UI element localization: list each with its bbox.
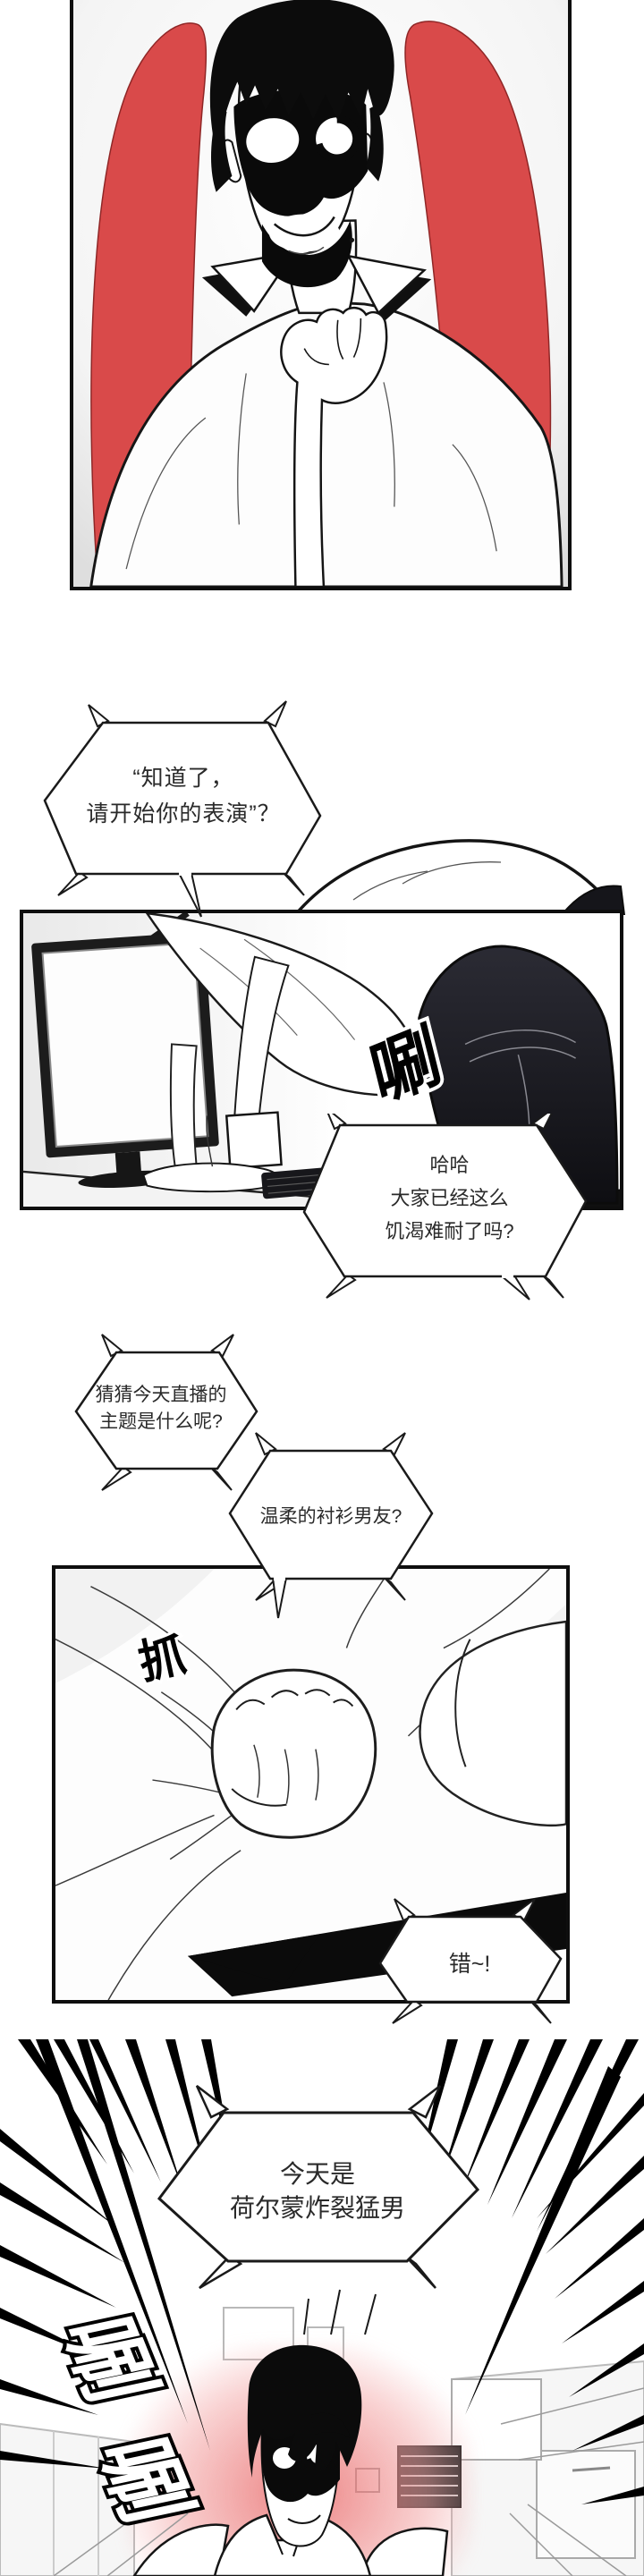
figure-breaking-frame (292, 839, 626, 915)
bubble-shape (74, 1334, 258, 1491)
sfx-text: 唰 (364, 1014, 448, 1117)
speech-bubble-1: “知道了， 请开始你的表演”？ (36, 689, 331, 926)
hand (280, 306, 388, 587)
hair-lock-right (366, 105, 384, 182)
mask-eye-right-swirl (314, 114, 361, 163)
bubble-text: 错~! (367, 1951, 572, 1978)
bubble-text-line: 大家已经这么 (390, 1187, 509, 1209)
bubble-text-line: 荷尔蒙炸裂猛男 (229, 2194, 405, 2222)
bubble-text-line: 请开始你的表演”？ (86, 801, 281, 826)
sfx-grab-panel3: 抓 (131, 1627, 193, 1693)
sfx-swish-double-panel4: 唰 唰 (40, 2306, 211, 2534)
bubble-text: “知道了， 请开始你的表演”？ (36, 760, 331, 832)
hair-lock-left (211, 106, 233, 192)
bubble-text-line: 猜猜今天直播的 (95, 1385, 227, 1405)
sfx-swish-panel2: 唰 (360, 1011, 452, 1121)
hair (247, 2344, 362, 2478)
mask-eye-right (316, 117, 359, 160)
hand-on-desk (142, 1162, 281, 1193)
smile (273, 216, 335, 237)
bubble-text-line: 主题是什么呢? (99, 1411, 223, 1432)
speed-lines (0, 2039, 644, 2576)
speech-bubble-3: 猜猜今天直播的 主题是什么呢? (45, 1328, 277, 1498)
forearm (419, 1620, 566, 1827)
bubble-shape (228, 1432, 434, 1619)
bubble-shape (157, 2085, 480, 2290)
bubble-text: 温柔的衬衫男友? (219, 1504, 443, 1530)
bubble-text-line: 哈哈 (429, 1154, 470, 1176)
bubble-text-line: “知道了， (132, 766, 234, 791)
mole (349, 237, 355, 242)
speech-bubble-4: 温柔的衬衫男友? (219, 1427, 443, 1623)
chair-right-wing (404, 21, 552, 510)
shoulder-left (132, 2523, 230, 2576)
bubble-text: 猜猜今天直播的 主题是什么呢? (45, 1382, 277, 1436)
panel-1 (70, 0, 572, 590)
bubble-text: 哈哈 大家已经这么 饥渴难耐了吗? (295, 1148, 604, 1248)
bubble-shape (43, 700, 322, 918)
pants-top-edge (560, 885, 626, 915)
bubble-shape (302, 1114, 588, 1301)
speech-bubble-5: 错~! (367, 1887, 572, 2039)
mask-chin (261, 220, 352, 288)
bubble-shape (378, 1898, 563, 2024)
speech-bubble-2: 哈哈 大家已经这么 饥渴难耐了吗? (295, 1114, 604, 1306)
cuff (225, 1111, 283, 1170)
masked-streamer (132, 2344, 449, 2576)
fist (210, 1668, 377, 1839)
panel-1-illustration (73, 0, 568, 587)
sfx-text: 唰 (44, 2309, 172, 2410)
mouth-area (268, 214, 340, 252)
collar-flap-right (346, 254, 427, 315)
sleeve-strip (169, 1043, 198, 1170)
sfx-text: 唰 (80, 2430, 208, 2530)
sfx-text: 抓 (134, 1630, 191, 1690)
speech-bubble-6: 今天是 荷尔蒙炸裂猛男 (125, 2084, 510, 2303)
bubble-text-line: 错~! (448, 1952, 491, 1977)
shoulder-right (360, 2527, 449, 2576)
smile (287, 2514, 321, 2524)
bubble-text-line: 温柔的衬衫男友? (259, 1506, 402, 1527)
hair (209, 0, 394, 146)
bubble-text-line: 今天是 (279, 2160, 355, 2188)
bubble-text: 今天是 荷尔蒙炸裂猛男 (125, 2157, 510, 2225)
mask-eye-left (246, 118, 300, 163)
bubble-text-line: 饥渴难耐了吗? (385, 1220, 514, 1242)
